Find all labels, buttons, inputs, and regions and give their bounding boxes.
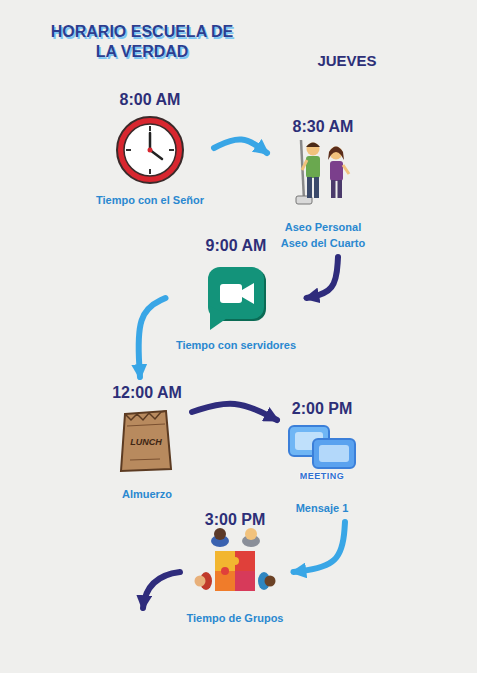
flow-arrow: [214, 139, 267, 153]
clock-icon: [169, 149, 174, 151]
exit-arrow: [143, 572, 180, 608]
clock-icon: [149, 126, 151, 131]
clock-icon: [126, 149, 131, 151]
clock-icon: [124, 124, 176, 176]
time-label: 3:00 PM: [205, 510, 265, 530]
schedule-step: 8:30 AM Aseo Personal Aseo del Cuarto: [273, 117, 373, 251]
team-puzzle-icon: [235, 571, 255, 591]
time-label: 12:00 AM: [112, 383, 182, 403]
team-puzzle-icon: [231, 557, 239, 565]
team-puzzle-icon: [195, 528, 276, 591]
clock-icon: [117, 117, 183, 183]
activity-label: Mensaje 1: [296, 500, 349, 516]
video-meeting-icon: [208, 267, 266, 330]
lunch-bag-icon: [121, 411, 171, 471]
flow-arrow: [294, 522, 346, 572]
team-puzzle-icon: [265, 576, 276, 587]
meeting-screens-icon: [313, 439, 355, 468]
team-puzzle-icon: [245, 528, 257, 540]
video-meeting-icon: [220, 284, 242, 303]
diagram-title: HORARIO ESCUELA DE LA VERDAD: [42, 22, 242, 62]
flow-arrow: [139, 298, 166, 377]
cleaning-people-icon: [302, 160, 307, 170]
flow-arrow: [192, 404, 277, 420]
cleaning-people-icon: [331, 180, 336, 198]
time-label: 8:30 AM: [293, 117, 354, 137]
schedule-step: 12:00 AM Almuerzo: [108, 383, 186, 502]
flow-arrow: [307, 257, 339, 298]
cleaning-people-icon: [328, 147, 344, 161]
video-meeting-icon: [210, 306, 230, 330]
clock-icon: [149, 133, 152, 150]
activity-label: Tiempo con el Señor: [96, 192, 204, 208]
clock-icon: [117, 117, 183, 183]
cleaning-people-icon: [330, 161, 343, 181]
activity-label: Tiempo de Grupos: [187, 610, 284, 626]
video-meeting-icon: [242, 283, 254, 304]
clock-icon: [149, 169, 151, 174]
team-puzzle-icon: [214, 528, 226, 540]
cleaning-people-icon: [307, 177, 312, 198]
cleaning-people-icon: [343, 165, 349, 174]
time-label: 2:00 PM: [292, 399, 352, 419]
lunch-bag-icon: [127, 424, 165, 426]
cleaning-people-icon: [307, 143, 320, 156]
meeting-screens-icon: [319, 445, 349, 462]
lunch-bag-icon: [121, 411, 171, 471]
bag-text: LUNCH: [130, 437, 162, 447]
team-puzzle-icon: [195, 576, 206, 587]
activity-label: Almuerzo: [122, 486, 172, 502]
exit-arrow: [143, 572, 180, 608]
time-label: 9:00 AM: [206, 236, 267, 256]
day-label: JUEVES: [317, 52, 376, 69]
cleaning-people-icon: [338, 180, 343, 198]
team-puzzle-icon: [221, 567, 229, 575]
activity-label: Aseo Personal Aseo del Cuarto: [277, 219, 369, 251]
clock-icon: [148, 148, 153, 153]
schedule-step: 3:00 PM Tiempo de Grupos: [183, 510, 288, 626]
meeting-screens-icon: [289, 426, 355, 468]
lunch-bag-icon: [130, 459, 160, 460]
cleaning-people-icon: [314, 177, 319, 198]
schedule-step: 9:00 AM Tiempo con servidores: [172, 236, 301, 353]
schedule-step: 2:00 PM Mensaje 1: [283, 399, 361, 516]
cleaning-people-icon: [306, 143, 320, 148]
lunch-bag-icon: [125, 411, 166, 420]
schedule-step: 8:00 AM Tiempo con el Señor: [92, 90, 208, 208]
time-label: 8:00 AM: [120, 90, 181, 110]
cleaning-people-icon: [306, 156, 320, 178]
icon-text: MEETING: [300, 471, 345, 481]
cleaning-people-icon: [296, 140, 349, 204]
activity-label: Tiempo con servidores: [176, 337, 296, 353]
